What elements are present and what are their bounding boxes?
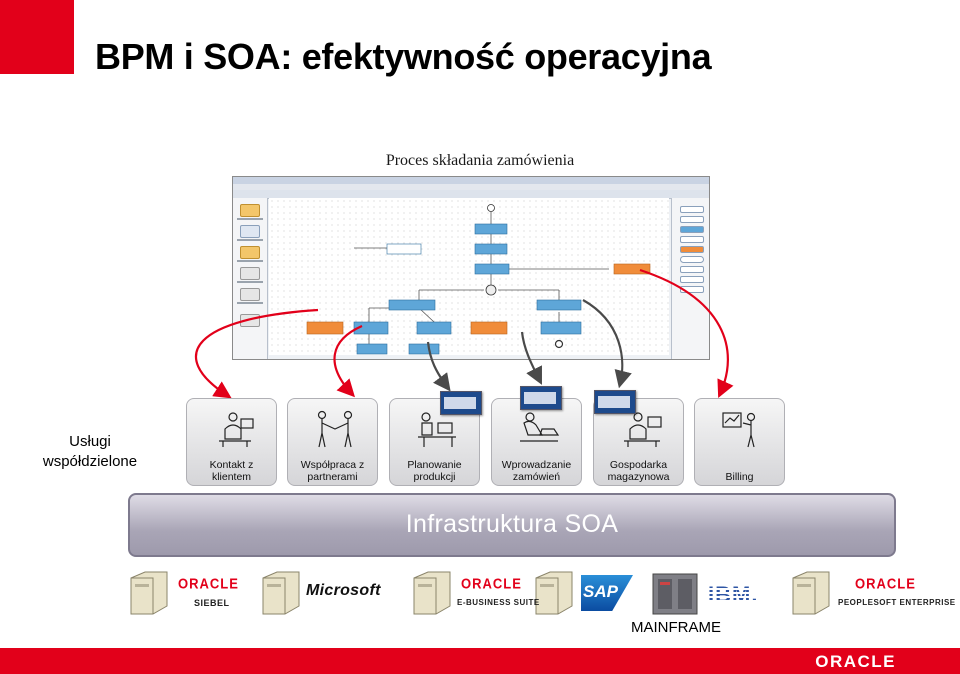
siebel-logo: SIEBEL [194,598,230,608]
brand-square [0,0,74,74]
shared-services-label: Usługi współdzielone [42,433,138,470]
person-at-desk-icon [418,412,456,447]
process-title: Proces składania zamówienia [385,152,575,169]
soa-infrastructure-label: Infrastruktura SOA [405,510,619,538]
handshake-icon [317,410,353,448]
thumbnail-screen-1 [440,391,482,415]
presenter-with-chart-icon [722,412,756,448]
oracle-logo: ORACLE [178,575,239,592]
palette-panel [671,198,709,359]
microsoft-logo: Microsoft [306,582,381,599]
ebs-logo: E-BUSINESS SUITE [457,598,540,607]
server-icon [413,571,451,615]
navigator-panel [233,198,268,359]
soa-infrastructure-bar [128,493,896,557]
home-icon [240,204,260,217]
person-at-workstation-icon [624,412,662,447]
matrix-icon [240,267,260,280]
oracle-footer-logo: ORACLE [815,652,896,671]
server-icon [262,571,300,615]
explorer-icon [240,225,260,238]
server-icon [792,571,830,615]
navigator-icon [240,246,260,259]
thumbnail-screen-3 [594,390,636,414]
footer-bar: ORACLE [0,648,960,674]
oracle-logo: ORACLE [855,575,916,592]
server-icon [130,571,168,615]
admin-icon [240,288,260,301]
mainframe-label: MAINFRAME [631,619,721,636]
oracle-logo: ORACLE [461,575,522,592]
mainframe-icon [652,573,698,615]
ibm-logo: IBM. [708,582,759,607]
server-icon [535,571,573,615]
person-typing-icon [520,412,560,442]
slide-title: BPM i SOA: efektywność operacyjna [95,36,712,77]
sap-logo: SAP [583,582,618,601]
service-billing: Billing [694,398,785,486]
window-titlebar [233,177,709,184]
process-canvas [269,198,669,355]
menu-bar [233,184,709,190]
bpm-tool-screenshot [232,176,710,360]
process-flow [306,204,651,355]
person-at-computer-icon [219,412,254,447]
thumbnail-screen-2 [520,386,562,410]
peoplesoft-logo: PEOPLESOFT ENTERPRISE [838,598,956,607]
